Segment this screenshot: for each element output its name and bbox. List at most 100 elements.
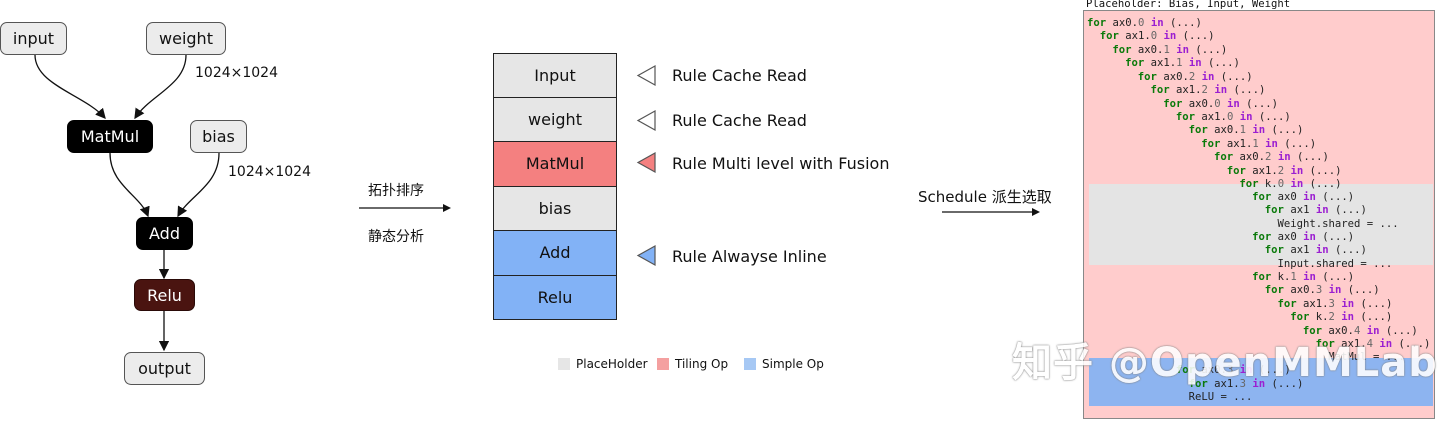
for-keyword: for: [1137, 71, 1164, 83]
legend-swatch: [558, 358, 570, 370]
loop-var: k: [1277, 271, 1284, 283]
loop-range: (...): [1322, 231, 1355, 243]
in-keyword: in: [1334, 298, 1361, 310]
loop-range: (...): [1322, 271, 1355, 283]
legend-swatch: [744, 358, 756, 370]
stack-cell-weight: weight: [493, 97, 617, 142]
code-loop-line: for ax1.0 in (...): [1175, 111, 1291, 123]
for-keyword: for: [1264, 204, 1291, 216]
watermark: 知乎 @OpenMMLab: [1012, 340, 1438, 386]
loop-index: 4: [1366, 338, 1374, 350]
in-keyword: in: [1258, 138, 1285, 150]
stack-cell-add: Add: [493, 231, 617, 276]
code-loop-line: for ax1.4 in (...): [1315, 338, 1431, 350]
in-keyword: in: [1233, 364, 1259, 376]
rule-text: Rule Alwayse Inline: [672, 247, 827, 266]
code-loop-line: for ax0 in (...): [1252, 231, 1354, 244]
loop-range: (...): [1398, 338, 1431, 350]
code-loop-line: for ax1.2 in (...): [1226, 165, 1342, 177]
loop-index: 2: [1188, 71, 1196, 83]
code-loop-line: for k.2 in (...): [1290, 311, 1393, 323]
rule-marker-white-icon: [636, 109, 656, 132]
in-keyword: in: [1296, 231, 1323, 243]
graph-node-bias: bias: [190, 120, 247, 153]
for-keyword: for: [1214, 151, 1240, 163]
loop-range: (...): [1385, 325, 1418, 337]
loop-range: (...): [1195, 44, 1228, 56]
loop-index: 1: [1290, 271, 1297, 283]
in-keyword: in: [1373, 338, 1399, 350]
loop-index: 2: [1328, 311, 1335, 323]
loop-range: (...): [1208, 57, 1240, 69]
code-statement-line: Input.shared = ...: [1277, 258, 1393, 270]
in-keyword: in: [1169, 44, 1196, 56]
loop-var: k: [1315, 311, 1323, 323]
loop-var: k: [1264, 178, 1272, 190]
schedule-label: Schedule 派生选取: [918, 188, 1052, 206]
code-loop-line: for ax1.3 in (...): [1188, 378, 1304, 390]
loop-range: (...): [1347, 284, 1380, 296]
loop-range: (...): [1169, 17, 1202, 29]
loop-var: ax1: [1290, 244, 1310, 256]
legend-item-tiling: Tiling Op: [657, 357, 728, 371]
legend-item-placeholder: PlaceHolder: [558, 357, 648, 371]
edge-bias-add: [177, 152, 220, 218]
for-keyword: for: [1099, 30, 1126, 42]
loop-var: ax0: [1201, 364, 1221, 376]
shared-memory-band: [1089, 184, 1433, 265]
loop-index: 0: [1226, 111, 1234, 123]
loop-var: ax0: [1163, 71, 1183, 83]
loop-var: ax0: [1277, 191, 1297, 203]
rule-text: Rule Cache Read: [672, 111, 807, 130]
loop-index: 3: [1328, 298, 1335, 310]
graph-node-matmul: MatMul: [67, 120, 153, 153]
loop-range: (...): [1360, 298, 1393, 310]
code-statement-line: Weight.shared = ...: [1277, 218, 1399, 230]
code-loop-line: for ax0.3 in (...): [1175, 364, 1291, 376]
loop-index: 2: [1277, 165, 1285, 177]
loop-range: (...): [1271, 124, 1304, 136]
in-keyword: in: [1284, 178, 1310, 190]
in-keyword: in: [1182, 57, 1209, 69]
code-loop-line: for ax0.3 in (...): [1264, 284, 1380, 296]
graph-edges: [34, 54, 220, 352]
loop-range: (...): [1296, 151, 1329, 163]
code-loop-line: for ax1.3 in (...): [1277, 298, 1393, 310]
in-keyword: in: [1157, 30, 1183, 42]
topo-sort-label: 拓扑排序: [368, 183, 424, 199]
loop-index: 1: [1252, 138, 1259, 150]
op-stack: Input weight MatMul bias Add Relu: [493, 53, 617, 320]
bias-shape-label: 1024×1024: [228, 164, 311, 180]
code-loop-line: for ax0.1 in (...): [1112, 44, 1228, 56]
graph-node-input: input: [0, 22, 67, 55]
loop-index: 3: [1239, 378, 1247, 390]
in-keyword: in: [1233, 111, 1259, 123]
loop-var: ax0: [1277, 231, 1297, 243]
code-loop-line: for ax0.2 in (...): [1137, 71, 1253, 83]
for-keyword: for: [1188, 378, 1215, 390]
in-keyword: in: [1309, 204, 1335, 216]
loop-var: ax1: [1252, 165, 1272, 177]
loop-var: ax0: [1214, 124, 1234, 136]
for-keyword: for: [1264, 244, 1291, 256]
code-loop-line: for k.0 in (...): [1239, 178, 1342, 190]
for-keyword: for: [1188, 124, 1215, 136]
for-keyword: for: [1290, 311, 1316, 323]
in-keyword: in: [1220, 98, 1247, 110]
graph-node-relu: Relu: [134, 279, 195, 311]
graph-node-weight: weight: [146, 22, 226, 55]
code-loop-line: for ax0.4 in (...): [1302, 325, 1418, 337]
loop-range: (...): [1233, 84, 1266, 96]
graph-node-output: output: [124, 352, 205, 385]
code-statement-line: MatMul = ...: [1328, 351, 1405, 363]
code-loop-line: for ax1 in (...): [1265, 204, 1367, 217]
code-header: Placeholder: Bias, Input, Weight: [1086, 0, 1291, 10]
for-keyword: for: [1163, 98, 1189, 110]
inline-band: [1089, 358, 1433, 406]
for-keyword: for: [1226, 165, 1253, 177]
loop-range: (...): [1334, 204, 1367, 216]
code-loop-line: for ax0.2 in (...): [1214, 151, 1329, 163]
for-keyword: for: [1315, 338, 1342, 350]
edge-matmul-add: [109, 152, 150, 218]
code-statement-line: ReLU = ...: [1188, 391, 1253, 403]
